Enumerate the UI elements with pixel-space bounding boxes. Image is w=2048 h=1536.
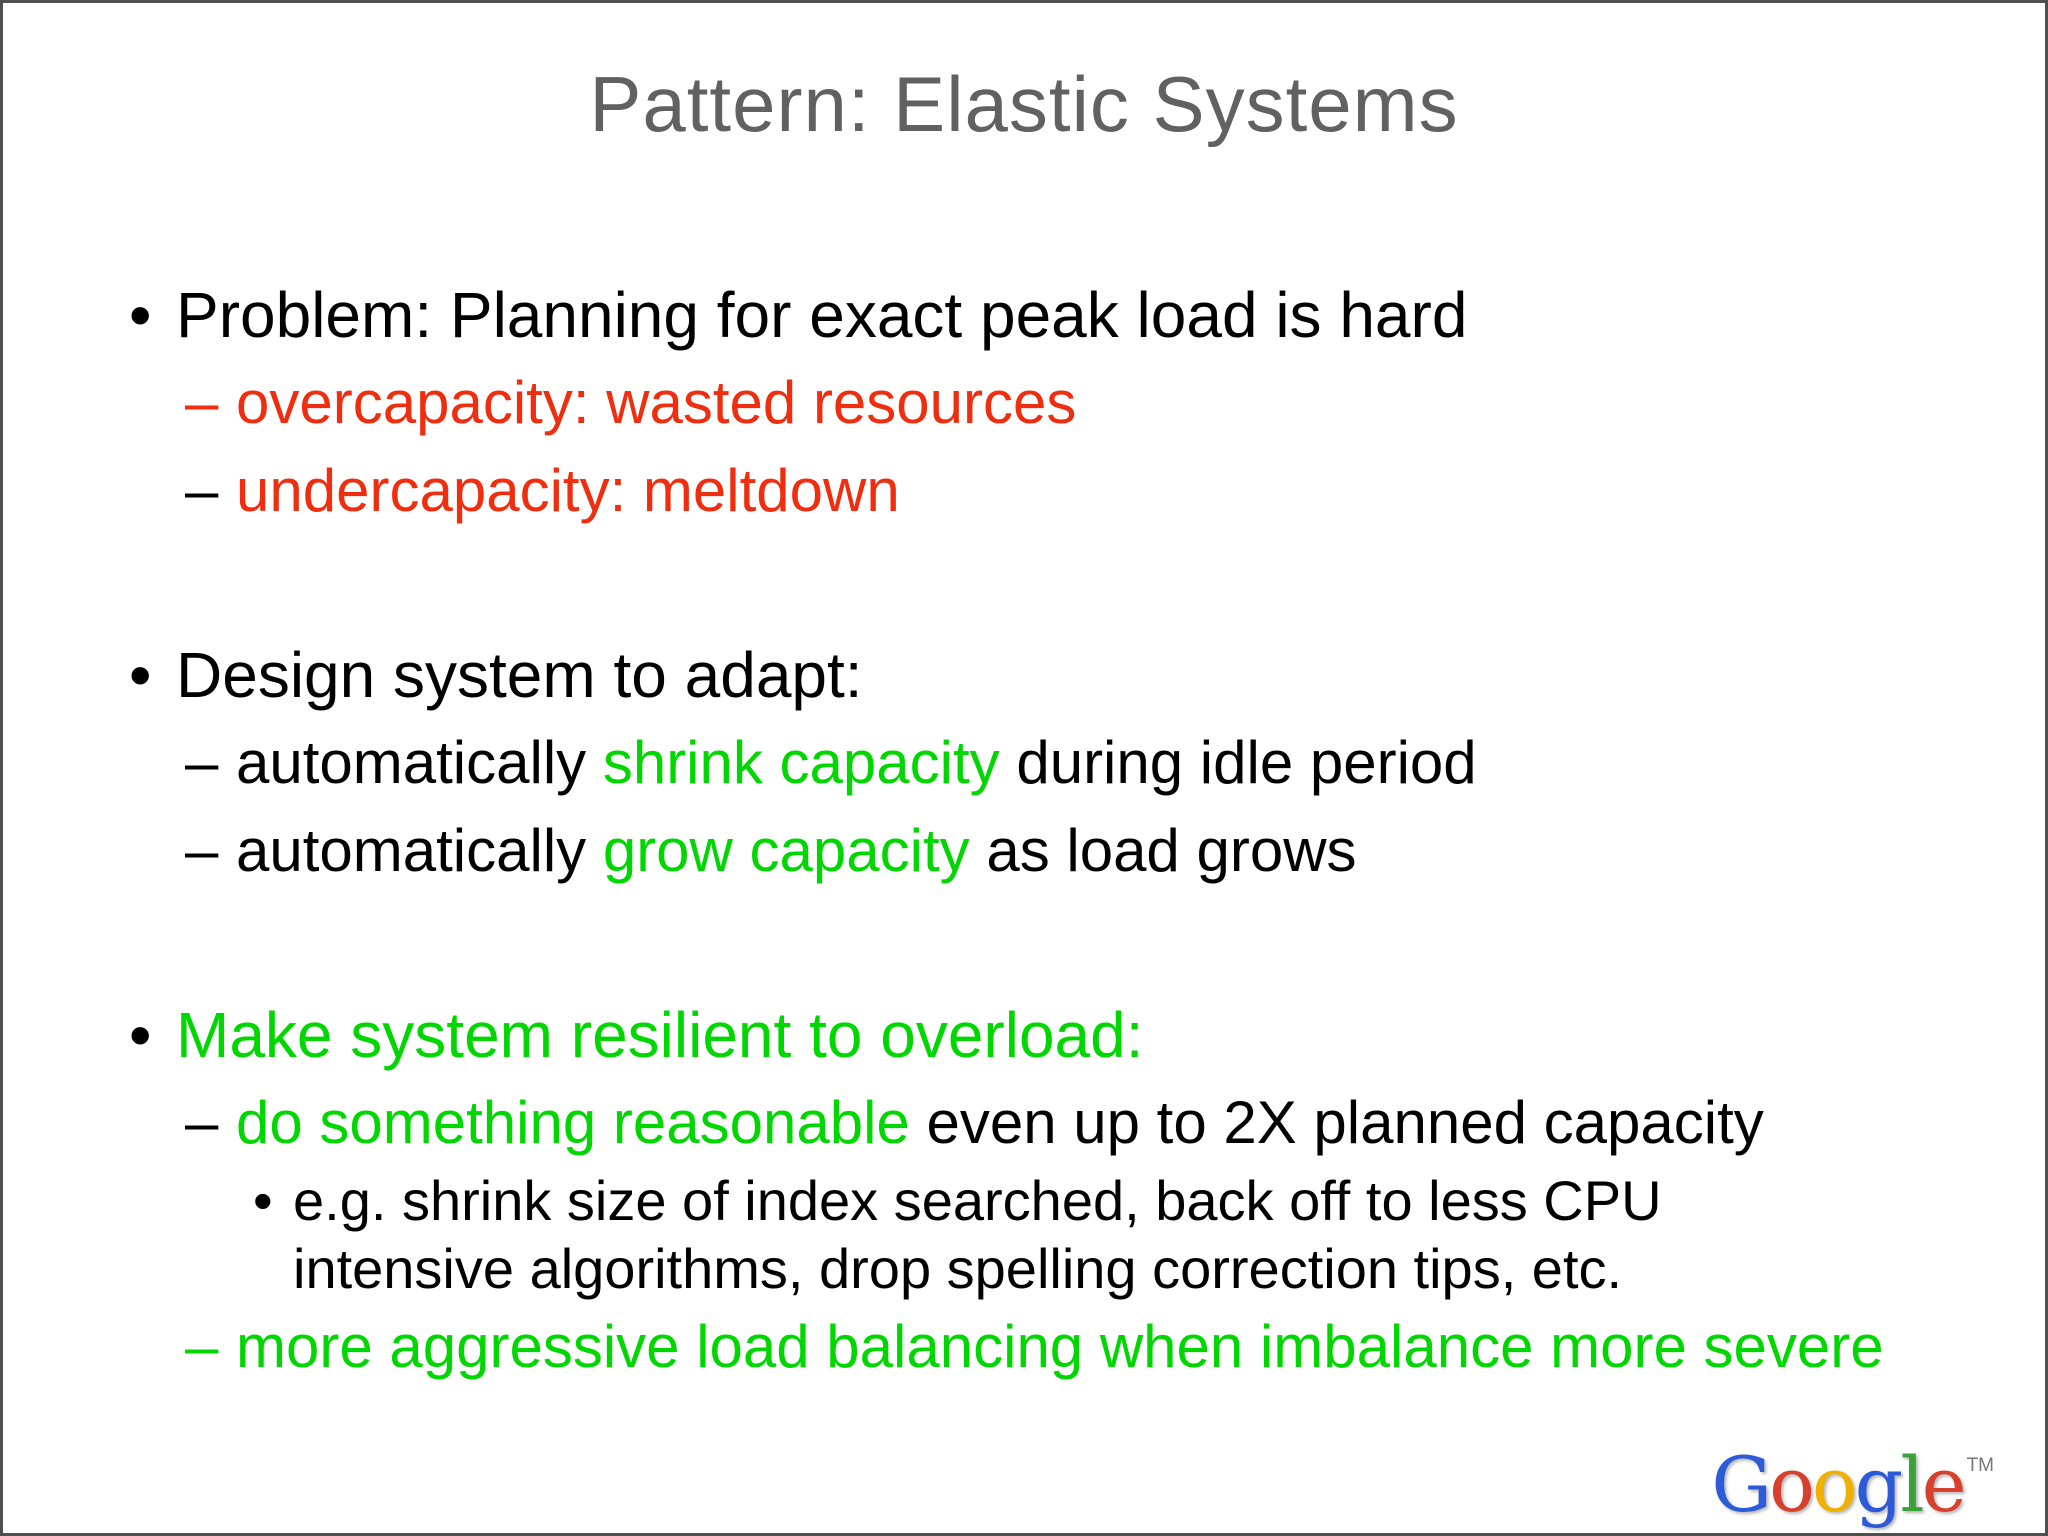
dash-icon: –: [185, 457, 219, 524]
logo-letter-o1: o: [1769, 1440, 1815, 1529]
dash-icon: –: [185, 1089, 219, 1156]
logo-letter-g2: g: [1854, 1440, 1904, 1529]
bullet-do-something-reasonable: – do something reasonable even up to 2X …: [185, 1079, 2015, 1167]
text-segment: e.g. shrink size of index searched, back…: [293, 1169, 1662, 1232]
logo-letter-e: e: [1921, 1440, 1967, 1529]
text-segment: grow capacity: [602, 817, 970, 884]
bullet-icon: •: [129, 999, 152, 1071]
bullet-text: automatically grow capacity as load grow…: [236, 807, 2015, 895]
text-segment: do something reasonable: [236, 1089, 910, 1156]
text-segment: Design system to adapt:: [176, 639, 863, 711]
logo-letter-o2: o: [1811, 1440, 1858, 1529]
bullet-icon: •: [253, 1169, 273, 1232]
bullet-resilient-overload: • Make system resilient to overload:: [129, 991, 2015, 1079]
logo-letter-g: G: [1711, 1440, 1772, 1529]
bullet-text: Make system resilient to overload:: [176, 991, 2015, 1079]
bullet-undercapacity: – undercapacity: meltdown: [185, 447, 2015, 535]
text-segment: automatically: [236, 729, 603, 796]
text-segment: Make system resilient to overload:: [176, 999, 1144, 1071]
dash-icon: –: [185, 1313, 219, 1380]
bullet-text: e.g. shrink size of index searched, back…: [293, 1167, 2015, 1303]
bullet-icon: •: [129, 279, 152, 351]
text-segment: overcapacity: wasted resources: [236, 369, 1077, 436]
bullet-example-details: • e.g. shrink size of index searched, ba…: [253, 1167, 2015, 1303]
bullet-text: automatically shrink capacity during idl…: [236, 719, 2015, 807]
dash-icon: –: [185, 369, 219, 436]
bullet-load-balancing: – more aggressive load balancing when im…: [185, 1303, 2015, 1391]
text-segment: automatically: [236, 817, 603, 884]
bullet-text: do something reasonable even up to 2X pl…: [236, 1079, 2015, 1167]
text-segment: intensive algorithms, drop spelling corr…: [293, 1237, 1623, 1300]
slide-title: Pattern: Elastic Systems: [589, 60, 1459, 148]
bullet-text: undercapacity: meltdown: [236, 447, 2015, 535]
text-segment: as load grows: [969, 817, 1357, 884]
text-segment: during idle period: [999, 729, 1477, 796]
text-segment: Problem: Planning for exact peak load is…: [176, 279, 1468, 351]
bullet-text: Problem: Planning for exact peak load is…: [176, 271, 2015, 359]
bullet-list: • Problem: Planning for exact peak load …: [129, 271, 2015, 1391]
text-segment: undercapacity: meltdown: [236, 457, 900, 524]
text-segment: even up to 2X planned capacity: [909, 1089, 1764, 1156]
bullet-problem: • Problem: Planning for exact peak load …: [129, 271, 2015, 359]
trademark-label: TM: [1966, 1455, 1994, 1476]
bullet-overcapacity: – overcapacity: wasted resources: [185, 359, 2015, 447]
text-segment: shrink capacity: [602, 729, 1000, 796]
bullet-shrink-capacity: – automatically shrink capacity during i…: [185, 719, 2015, 807]
bullet-icon: •: [129, 639, 152, 711]
logo-letter-l: l: [1900, 1440, 1924, 1529]
bullet-text: overcapacity: wasted resources: [236, 359, 2015, 447]
bullet-design-system: • Design system to adapt:: [129, 631, 2015, 719]
bullet-text: more aggressive load balancing when imba…: [236, 1303, 2015, 1391]
bullet-text: Design system to adapt:: [176, 631, 2015, 719]
bullet-grow-capacity: – automatically grow capacity as load gr…: [185, 807, 2015, 895]
text-segment: more aggressive load balancing when imba…: [236, 1313, 1884, 1380]
dash-icon: –: [185, 817, 219, 884]
dash-icon: –: [185, 729, 219, 796]
